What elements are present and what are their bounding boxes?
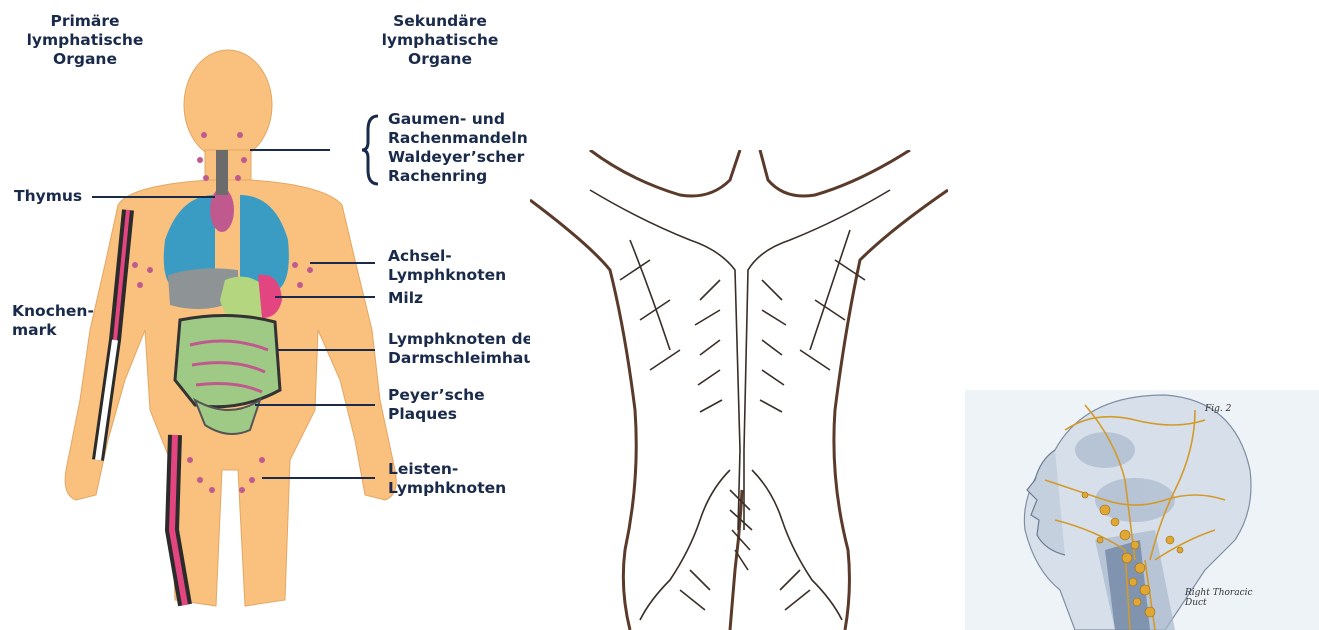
label-inguinal-nodes: Leisten- Lymphknoten — [388, 460, 506, 498]
head-neck-lymphatics-illustration: Fig. 2 Right Thoracic Duct — [965, 390, 1319, 630]
head-neck-illustration — [965, 390, 1319, 630]
label-spleen: Milz — [388, 289, 423, 308]
label-thymus: Thymus — [14, 187, 82, 206]
label-axillary-nodes: Achsel- Lymphknoten — [388, 247, 506, 285]
heading-secondary: Sekundäre lymphatische Organe — [375, 12, 505, 69]
label-bone-marrow: Knochen- mark — [12, 302, 94, 340]
lymphatic-organs-diagram: Primäre lymphatische Organe Sekundäre ly… — [0, 0, 530, 630]
lymph-vessel-drawing — [530, 150, 948, 630]
label-tonsils: Gaumen- und Rachenmandeln Waldeyer’scher… — [388, 110, 528, 186]
label-peyer-patches: Peyer’sche Plaques — [388, 386, 485, 424]
label-mucosa-nodes: Lymphknoten der Darmschleimhaut — [388, 330, 542, 368]
torso-vessels-illustration — [530, 150, 948, 630]
duct-caption: Right Thoracic Duct — [1185, 588, 1253, 608]
heading-primary: Primäre lymphatische Organe — [20, 12, 150, 69]
fig-caption: Fig. 2 — [1205, 404, 1231, 414]
